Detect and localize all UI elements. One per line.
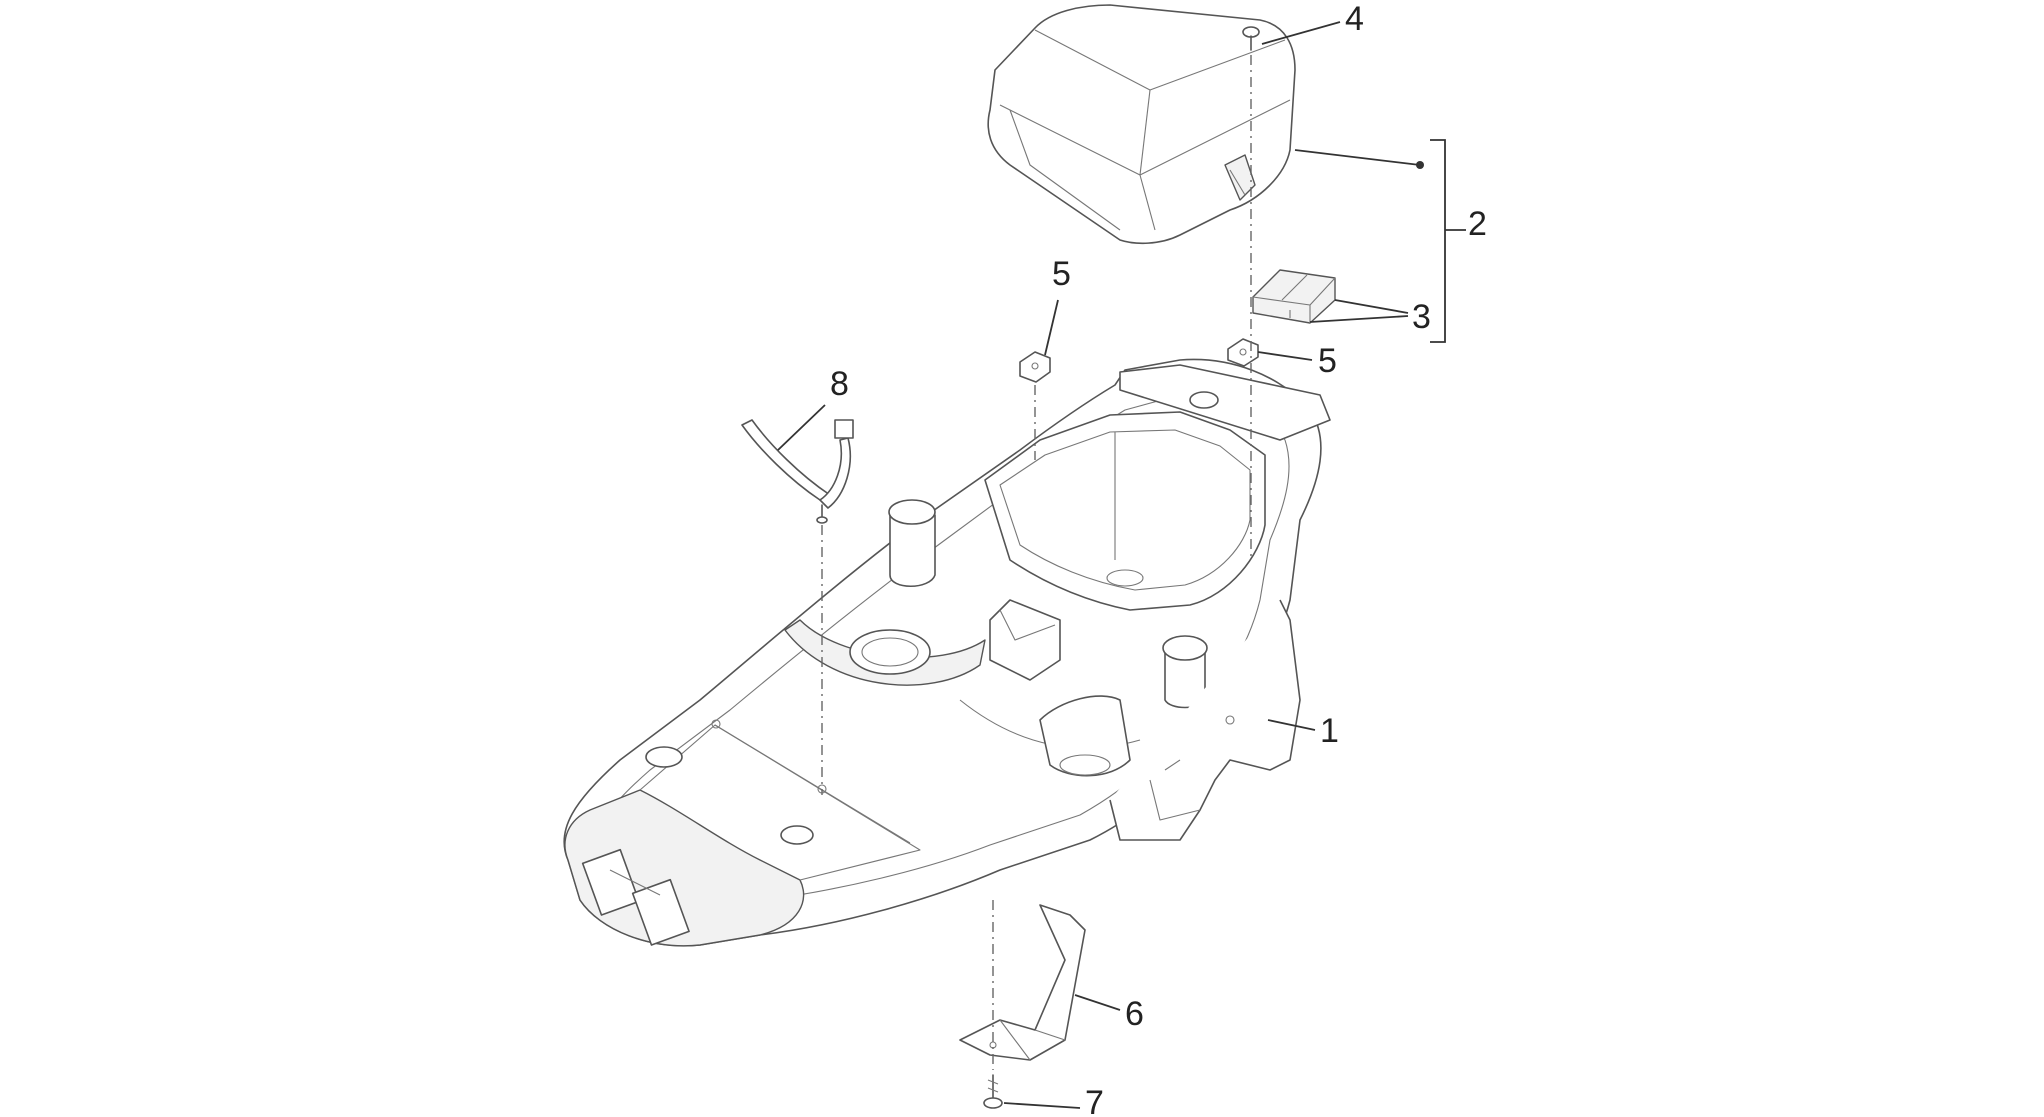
bracket-2 — [1430, 139, 1446, 343]
leader-4 — [1261, 21, 1341, 45]
leader-1 — [1267, 719, 1316, 731]
leader-6 — [1074, 994, 1121, 1011]
part-8-strap — [741, 419, 854, 524]
leader-3b — [1309, 315, 1409, 323]
part-3-rubber-pads — [1252, 269, 1336, 324]
callout-4: 4 — [1345, 0, 1364, 38]
callout-7: 7 — [1085, 1084, 1104, 1117]
callout-1: 1 — [1320, 712, 1339, 750]
callout-6: 6 — [1125, 995, 1144, 1033]
part-4-screw — [1242, 26, 1260, 51]
callout-5-right: 5 — [1318, 342, 1337, 380]
leader-3a — [1334, 299, 1409, 314]
part-6-bracket — [959, 904, 1086, 1061]
leader-8 — [777, 404, 826, 451]
leader-2 — [1294, 149, 1421, 166]
leader-7 — [1003, 1102, 1081, 1109]
part-1-storage-tub — [563, 358, 1331, 947]
part-5-nut-right — [1227, 338, 1259, 367]
callout-5-left: 5 — [1052, 255, 1071, 293]
leader-5-left — [1044, 299, 1059, 356]
callout-2: 2 — [1468, 205, 1487, 243]
callout-8: 8 — [830, 365, 849, 403]
part-5-nut-left — [1019, 351, 1051, 383]
leader-2-dot — [1416, 161, 1424, 169]
leader-5-right — [1257, 351, 1313, 361]
part-2-cover — [987, 4, 1296, 245]
callout-3: 3 — [1412, 298, 1431, 336]
part-7-screw — [983, 1074, 1003, 1109]
